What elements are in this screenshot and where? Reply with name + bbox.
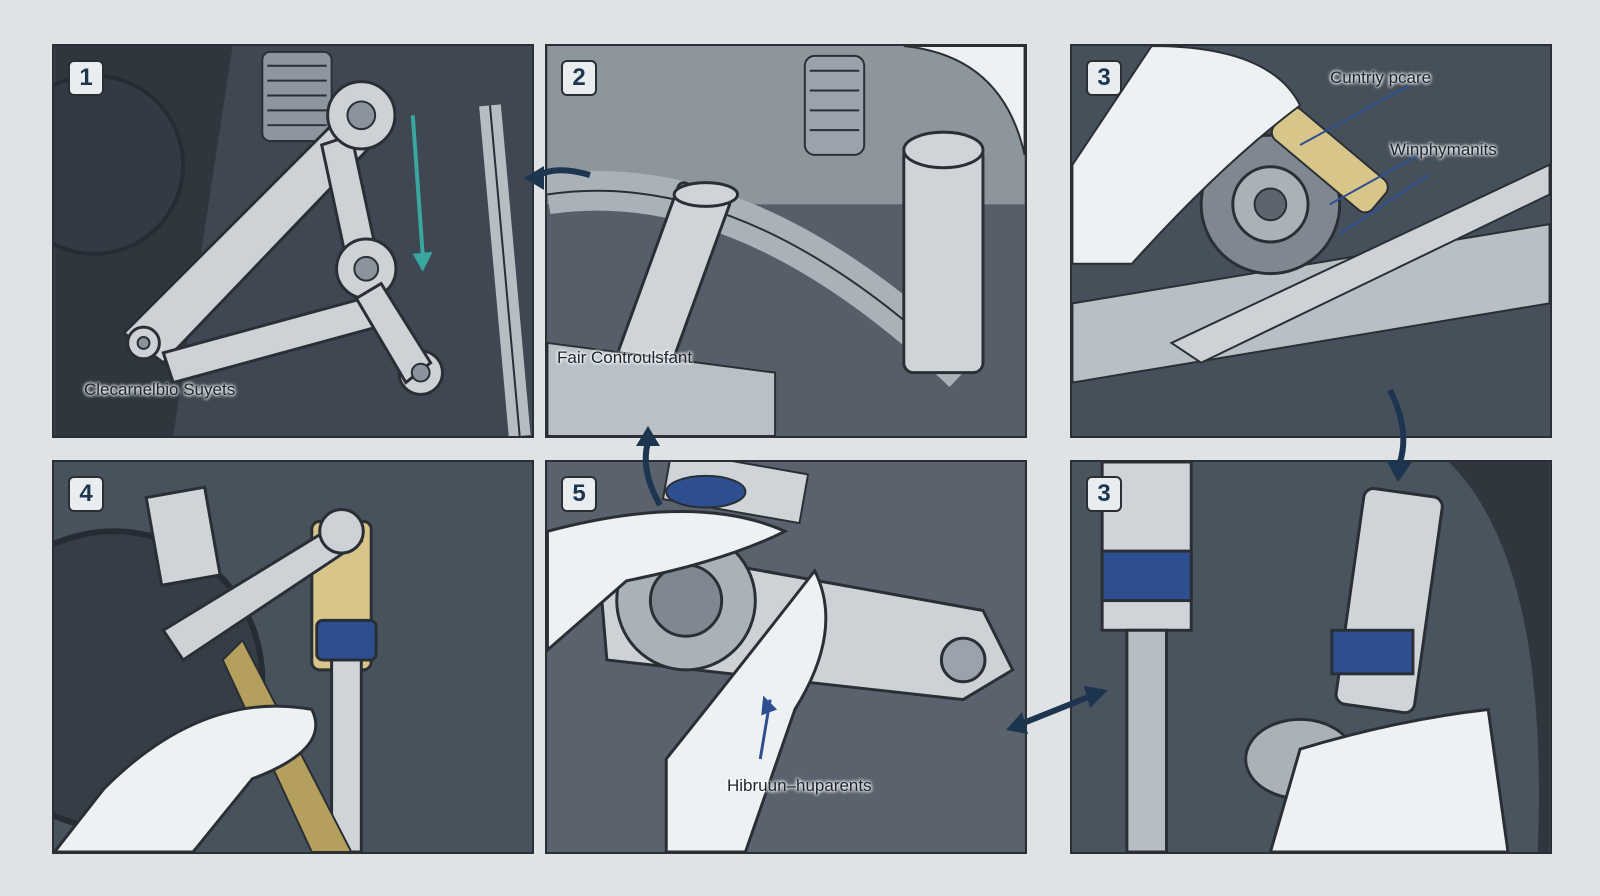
step-number-badge: 3 [1086,476,1122,512]
teal-arrow-icon [410,115,433,272]
step-number-badge: 1 [68,60,104,96]
panel-5-caption: Hibruun–huparents [727,776,872,795]
step-number-badge: 3 [1086,60,1122,96]
panel-1-caption: Clecarnelbio Suyets [84,380,236,399]
bushing-inspection-illustration [1072,46,1550,436]
step-panel-4: 4 [52,460,534,854]
fork-tube-illustration [1072,462,1550,852]
panel-3-callout-1: Cuntriy pcare [1330,68,1432,87]
hub-assembly-illustration [547,462,1025,852]
panel-3-callout-2: Winphymanits [1390,140,1497,159]
linkage-illustration [54,46,532,436]
step-panel-3-bottom: 3 [1070,460,1552,854]
step-number-badge: 4 [68,476,104,512]
step-panel-1: 1 Clecarnelbio Suyets [52,44,534,438]
panel-2-caption: Fair Controulsfant [557,348,693,367]
step-number-badge: 5 [561,476,597,512]
wrench-illustration [54,462,532,852]
step-panel-3-top: 3 Cuntriy pcare Winphymanits [1070,44,1552,438]
shock-mount-illustration [547,46,1025,436]
step-panel-2: 2 Fair Controulsfant [545,44,1027,438]
step-panel-5: 5 Hibruun–huparents [545,460,1027,854]
step-number-badge: 2 [561,60,597,96]
